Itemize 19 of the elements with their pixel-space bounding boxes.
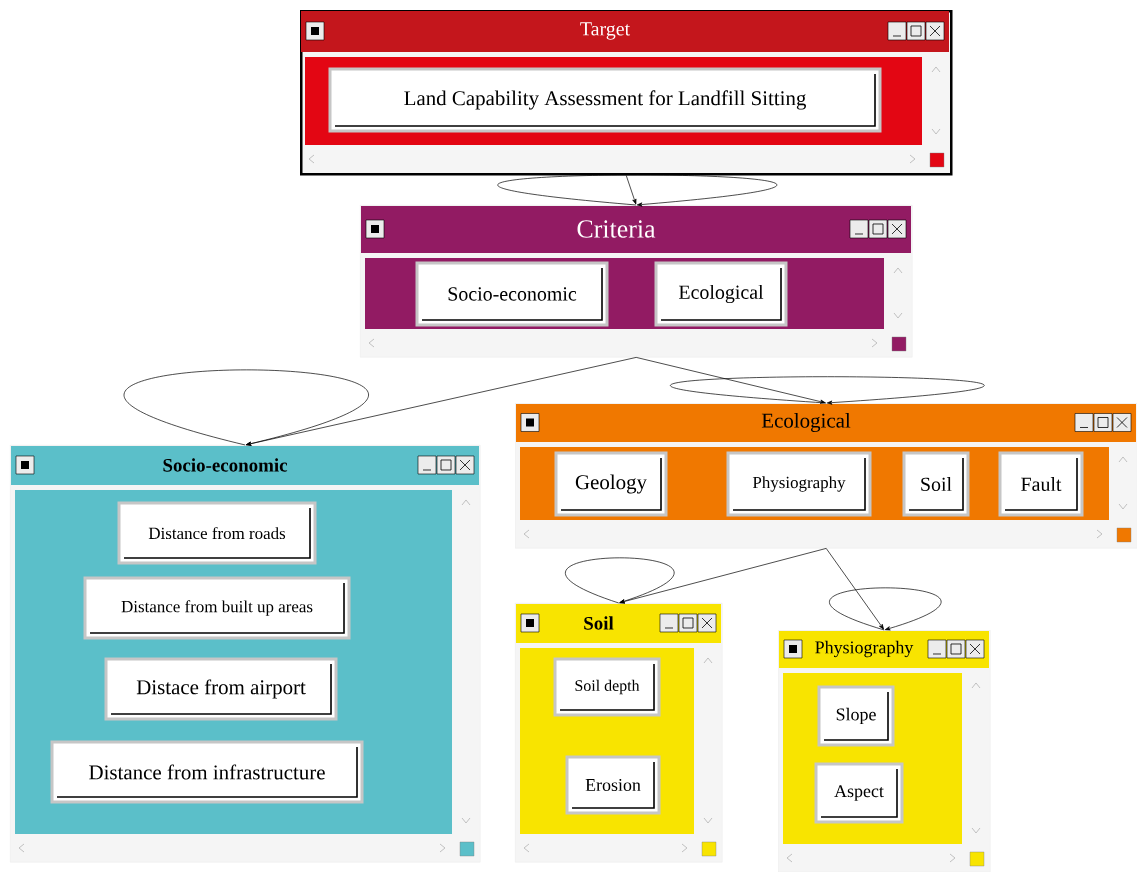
- button: Soil: [902, 451, 970, 517]
- button: Slope: [817, 685, 895, 747]
- button: Land Capability Assessment for Landfill Sitting: [328, 67, 882, 133]
- button: Distace from airport: [104, 657, 338, 721]
- button: Geology: [554, 451, 668, 517]
- button: Erosion: [565, 755, 661, 815]
- arrow: [619, 548, 827, 604]
- button: Distance from roads: [117, 501, 317, 565]
- button: Socio-economic: [415, 261, 609, 327]
- button: Ecological: [654, 261, 788, 327]
- button: Fault: [998, 451, 1084, 517]
- button: Aspect: [814, 762, 904, 824]
- button: Distance from infrastructure: [50, 740, 364, 804]
- button: Physiography: [726, 451, 872, 517]
- button: Soil depth: [553, 657, 661, 717]
- button: Distance from built up areas: [83, 576, 351, 640]
- loop-arrow: [830, 587, 940, 631]
- loop-arrow: [566, 557, 673, 604]
- arrow: [825, 548, 884, 630]
